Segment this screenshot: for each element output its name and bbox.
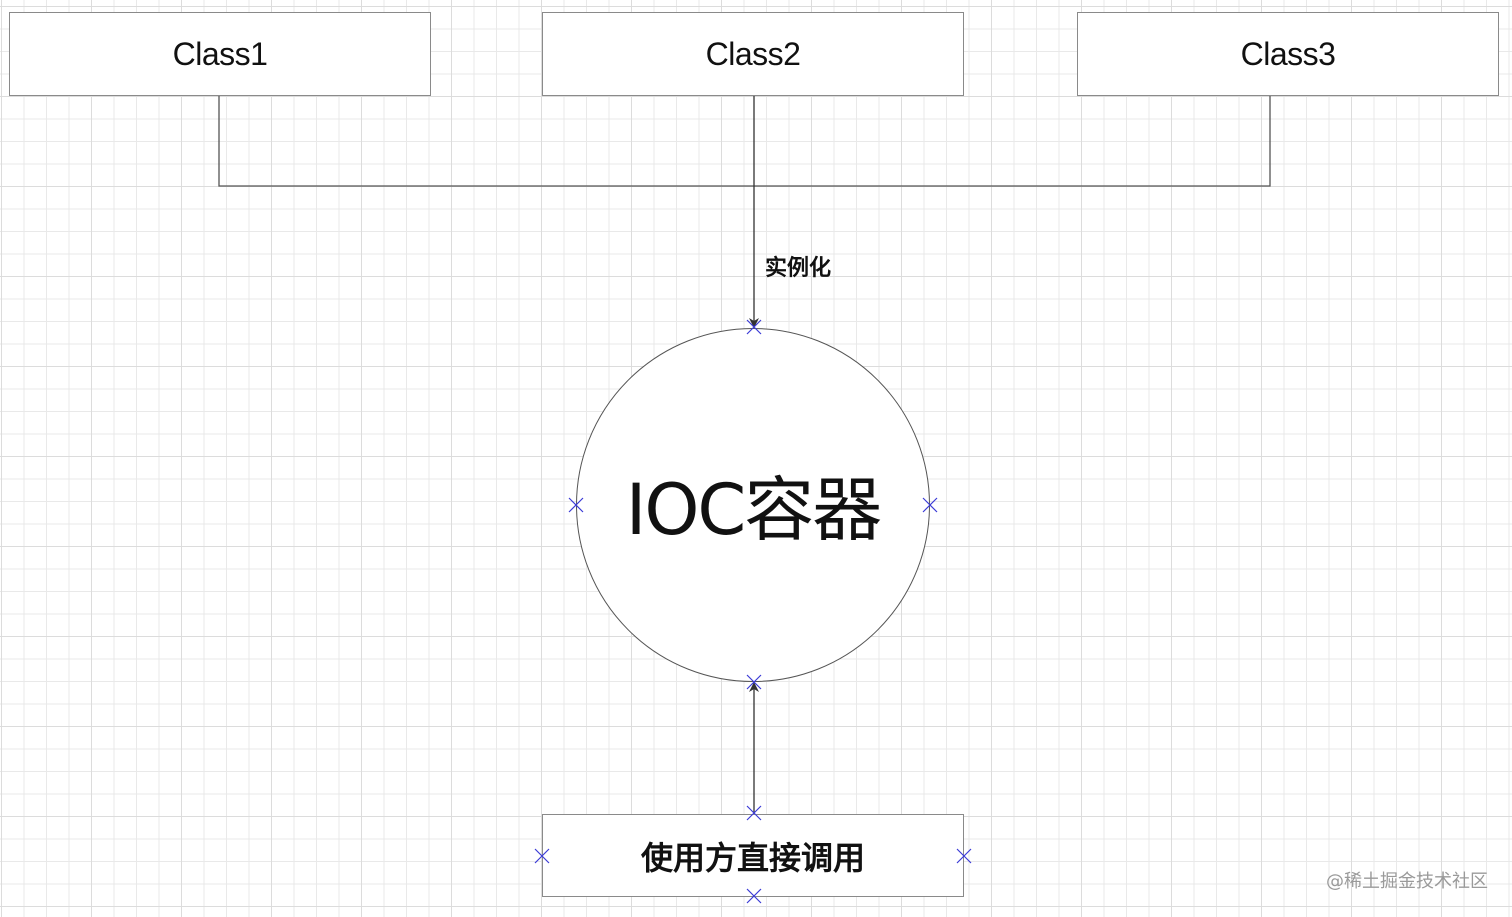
- class2-label: Class2: [705, 35, 801, 72]
- connector-class3: [754, 96, 1271, 187]
- class1-label: Class1: [172, 35, 268, 72]
- class1-box[interactable]: Class1: [9, 12, 431, 96]
- class3-label: Class3: [1240, 35, 1336, 72]
- connector-class1: [218, 96, 754, 187]
- class3-box[interactable]: Class3: [1077, 12, 1499, 96]
- ioc-container-label: IOC容器: [625, 468, 883, 551]
- consumer-label: 使用方直接调用: [640, 838, 865, 877]
- ioc-container-node[interactable]: IOC容器: [576, 328, 930, 682]
- instantiate-edge-label: 实例化: [765, 256, 832, 281]
- class2-box[interactable]: Class2: [542, 12, 964, 96]
- consumer-box[interactable]: 使用方直接调用: [542, 814, 964, 897]
- watermark: @稀土掘金技术社区: [1326, 871, 1488, 892]
